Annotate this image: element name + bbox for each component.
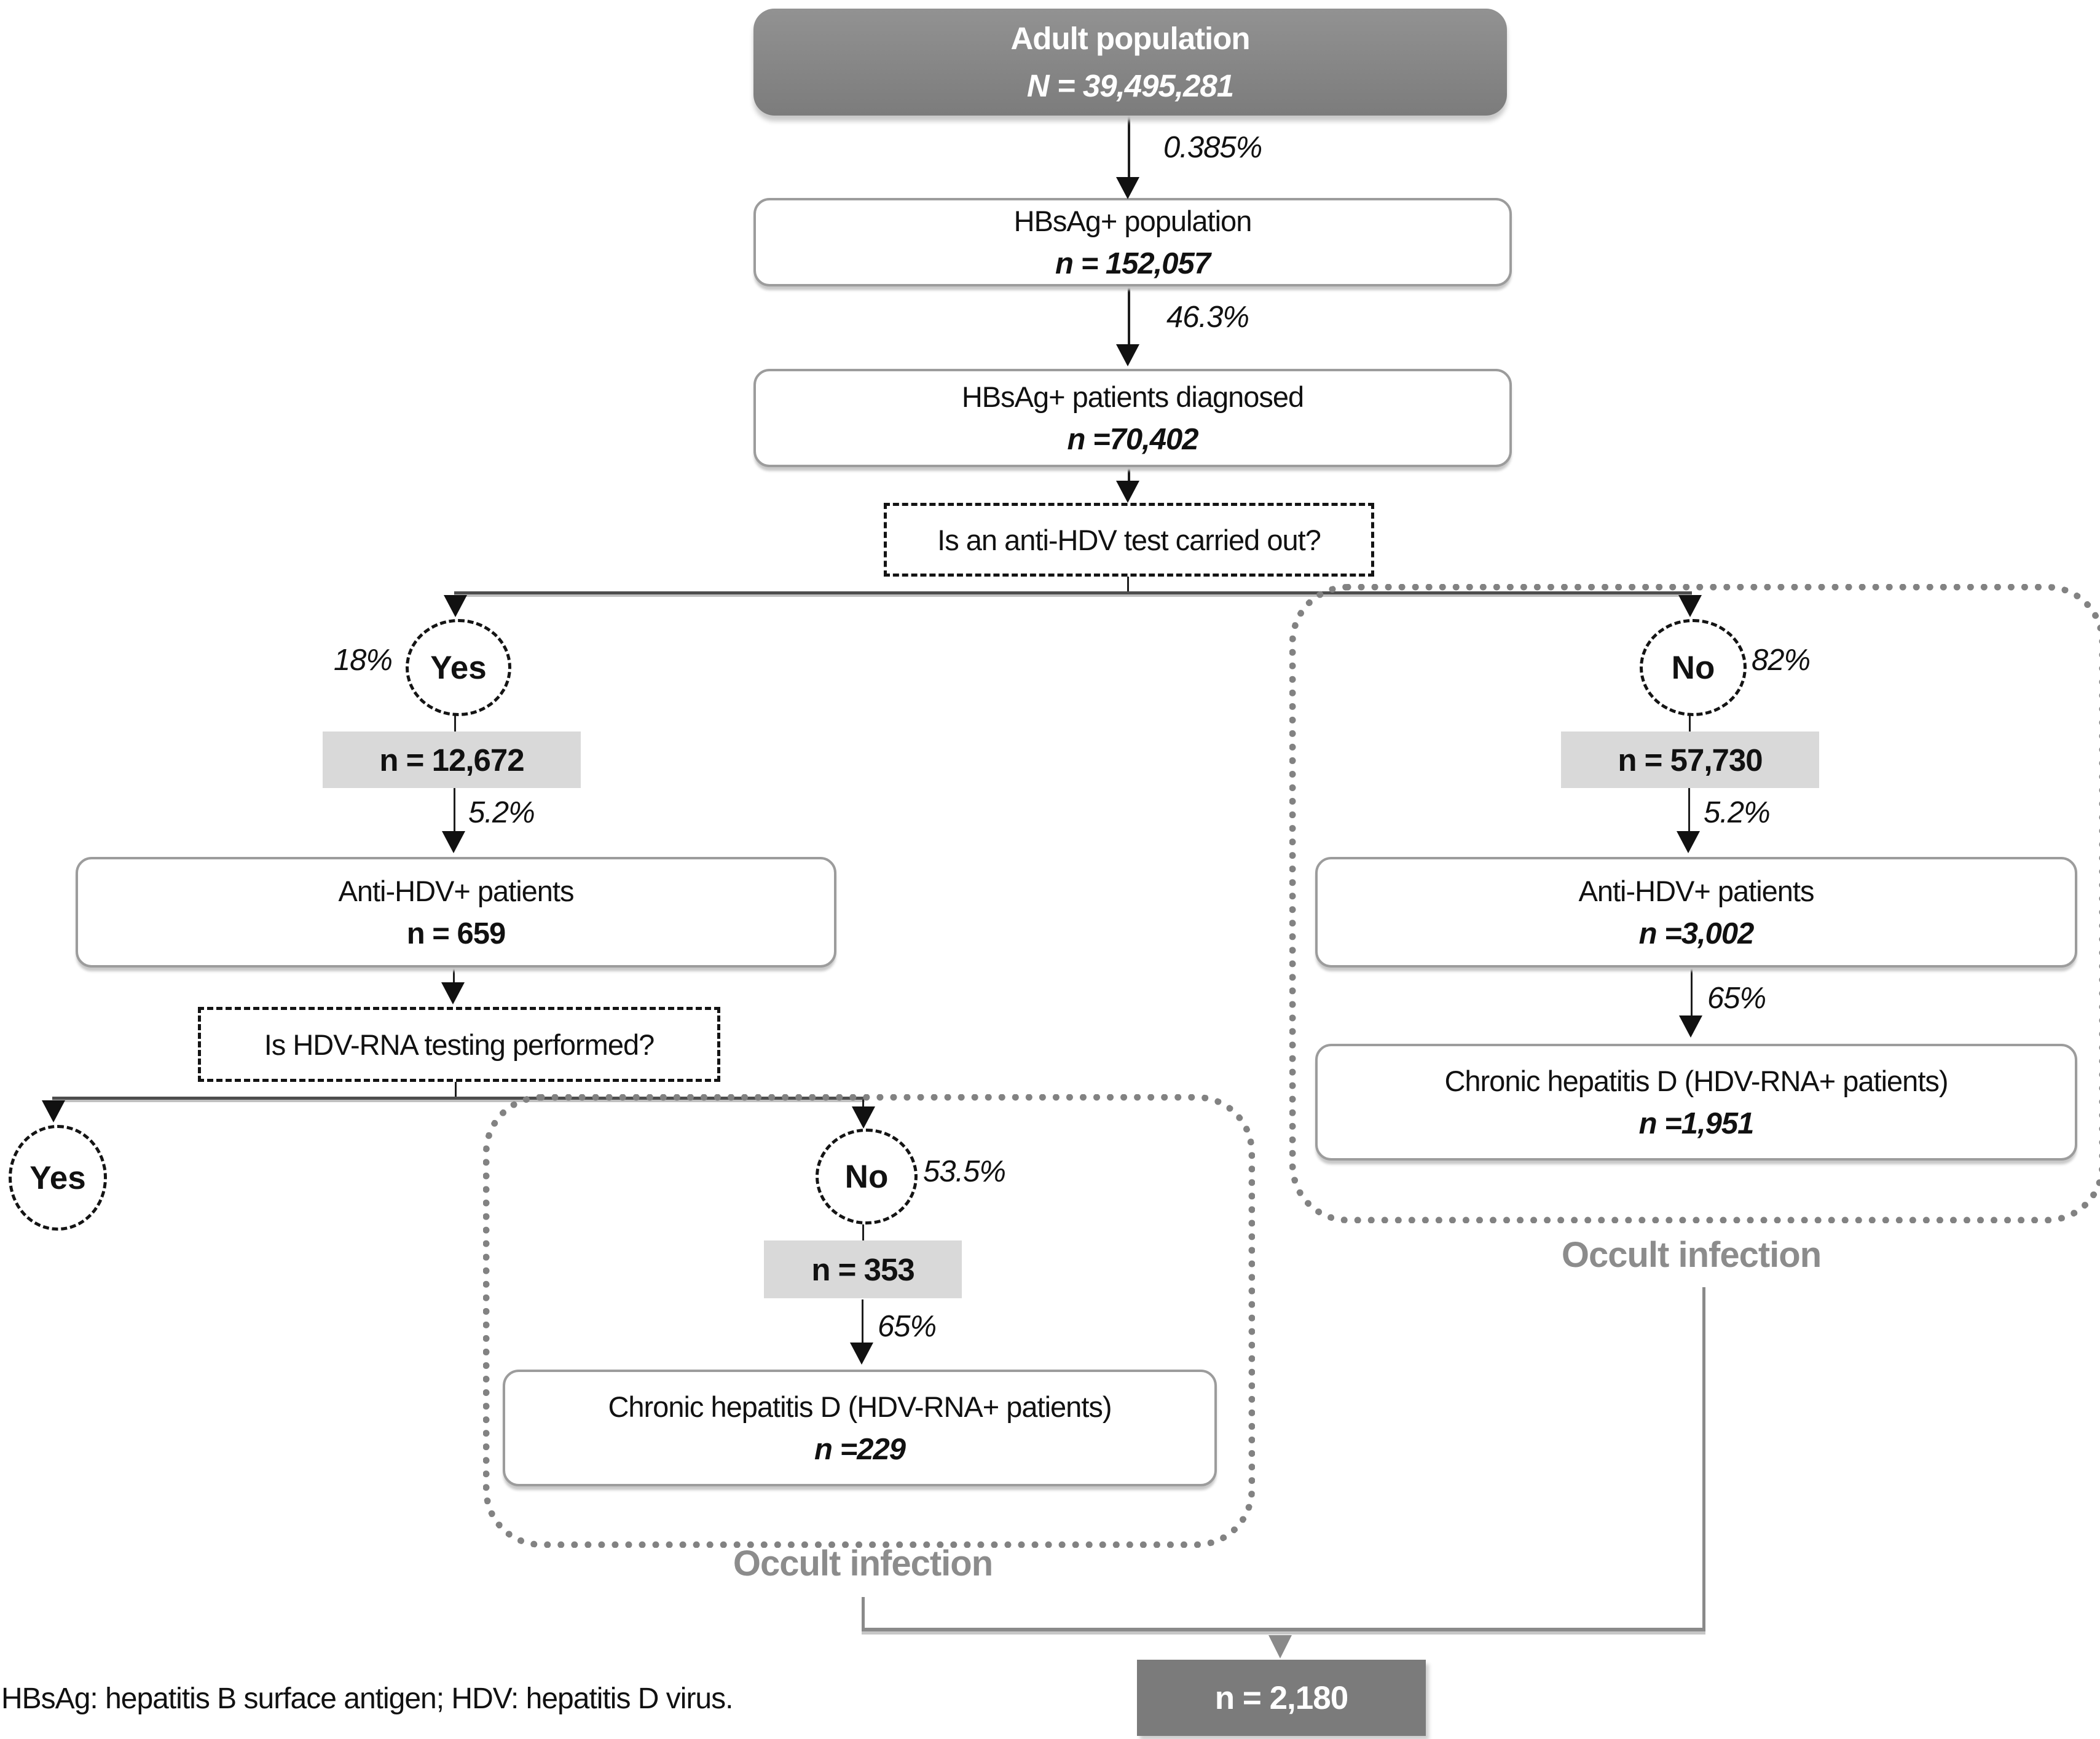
occult-infection-box-left bbox=[483, 1094, 1255, 1548]
circle-yes-tested: Yes bbox=[406, 619, 511, 716]
node-count: N = 39,495,281 bbox=[1026, 68, 1234, 103]
connector-line bbox=[1689, 711, 1691, 731]
highlight-n-rna-not-tested: n = 353 bbox=[764, 1240, 962, 1298]
arrowhead-down-icon bbox=[1116, 481, 1139, 503]
connector-line bbox=[1128, 462, 1130, 482]
connector-line bbox=[453, 963, 455, 984]
arrowhead-down-icon bbox=[852, 1106, 875, 1129]
connector-line bbox=[455, 1077, 457, 1098]
arrowhead-down-icon bbox=[441, 982, 465, 1004]
node-chronic-hepatitis-d-right: Chronic hepatitis D (HDV-RNA+ patients) … bbox=[1315, 1044, 2077, 1161]
label-rate-prevalence: 0.385% bbox=[1163, 131, 1262, 164]
arrowhead-down-icon bbox=[1116, 177, 1139, 199]
node-title: Anti-HDV+ patients bbox=[338, 874, 575, 907]
decision-question: Is HDV-RNA testing performed? bbox=[264, 1028, 655, 1061]
branch-line bbox=[52, 1097, 865, 1100]
arrowhead-down-icon bbox=[1116, 344, 1139, 366]
connector-line bbox=[862, 1100, 864, 1108]
connector-line bbox=[1688, 788, 1690, 832]
branch-label: Yes bbox=[430, 649, 487, 686]
label-rate-chronic-left: 65% bbox=[878, 1310, 937, 1343]
node-total-occult: n = 2,180 bbox=[1137, 1660, 1426, 1736]
connector-line bbox=[454, 711, 456, 731]
connector-line bbox=[862, 1597, 865, 1631]
node-title: Chronic hepatitis D (HDV-RNA+ patients) bbox=[1444, 1064, 1948, 1097]
circle-no-tested: No bbox=[1640, 619, 1747, 716]
occult-infection-box-right bbox=[1289, 584, 2100, 1223]
node-count: n =70,402 bbox=[1067, 422, 1198, 456]
label-pct-rna-no: 53.5% bbox=[923, 1155, 1006, 1188]
label-rate-antihdv-left: 5.2% bbox=[468, 796, 535, 829]
branch-label: No bbox=[844, 1158, 889, 1195]
decision-hdv-rna-test: Is HDV-RNA testing performed? bbox=[198, 1007, 720, 1082]
node-anti-hdv-patients-right: Anti-HDV+ patients n =3,002 bbox=[1315, 857, 2077, 968]
connector-line bbox=[862, 1220, 864, 1240]
arrowhead-down-icon bbox=[1678, 595, 1702, 617]
branch-label: No bbox=[1671, 649, 1715, 686]
node-hbsag-diagnosed: HBsAg+ patients diagnosed n =70,402 bbox=[753, 369, 1512, 467]
label-pct-tested-no: 82% bbox=[1752, 644, 1811, 677]
node-title: Anti-HDV+ patients bbox=[1578, 874, 1815, 907]
label-rate-diagnosed: 46.3% bbox=[1166, 301, 1249, 334]
node-title: Adult population bbox=[1010, 21, 1250, 56]
arrowhead-down-icon bbox=[1268, 1635, 1292, 1658]
node-adult-population: Adult population N = 39,495,281 bbox=[753, 9, 1507, 116]
connector-line bbox=[1702, 1287, 1705, 1631]
arrowhead-down-icon bbox=[850, 1343, 873, 1365]
arrowhead-down-icon bbox=[42, 1100, 65, 1122]
arrowhead-down-icon bbox=[444, 595, 467, 617]
node-count: n =229 bbox=[814, 1432, 906, 1466]
node-chronic-hepatitis-d-left: Chronic hepatitis D (HDV-RNA+ patients) … bbox=[503, 1370, 1217, 1486]
node-title: HBsAg+ population bbox=[1013, 204, 1253, 237]
merge-line bbox=[862, 1628, 1705, 1631]
connector-line bbox=[454, 788, 455, 832]
node-count: n = 152,057 bbox=[1055, 246, 1211, 280]
highlight-n-tested: n = 12,672 bbox=[323, 731, 581, 788]
occult-infection-label-left: Occult infection bbox=[733, 1544, 993, 1583]
node-hbsag-population: HBsAg+ population n = 152,057 bbox=[753, 198, 1512, 286]
connector-line bbox=[1691, 963, 1693, 1017]
decision-anti-hdv-test: Is an anti-HDV test carried out? bbox=[884, 503, 1374, 577]
node-title: Chronic hepatitis D (HDV-RNA+ patients) bbox=[608, 1390, 1112, 1423]
connector-line bbox=[1127, 572, 1129, 594]
footnote: HBsAg: hepatitis B surface antigen; HDV:… bbox=[1, 1682, 733, 1715]
connector-line bbox=[862, 1299, 863, 1343]
circle-yes-rna: Yes bbox=[9, 1125, 107, 1231]
node-anti-hdv-patients-left: Anti-HDV+ patients n = 659 bbox=[76, 857, 836, 968]
node-count: n = 659 bbox=[406, 917, 506, 950]
occult-infection-label-right: Occult infection bbox=[1561, 1235, 1822, 1275]
label-pct-tested-yes: 18% bbox=[333, 644, 393, 677]
branch-label: Yes bbox=[29, 1159, 86, 1196]
label-rate-antihdv-right: 5.2% bbox=[1704, 796, 1771, 829]
arrowhead-down-icon bbox=[442, 831, 465, 853]
arrowhead-down-icon bbox=[1677, 831, 1700, 853]
highlight-n-not-tested: n = 57,730 bbox=[1561, 731, 1819, 788]
label-rate-chronic-right: 65% bbox=[1707, 982, 1766, 1015]
decision-question: Is an anti-HDV test carried out? bbox=[937, 523, 1321, 556]
connector-line bbox=[1128, 116, 1130, 178]
circle-no-rna: No bbox=[816, 1129, 918, 1224]
node-count: n =1,951 bbox=[1638, 1106, 1755, 1140]
node-count: n =3,002 bbox=[1638, 917, 1755, 950]
connector-line bbox=[1128, 282, 1130, 344]
node-title: HBsAg+ patients diagnosed bbox=[961, 380, 1304, 413]
arrowhead-down-icon bbox=[1679, 1015, 1702, 1038]
branch-line bbox=[454, 591, 1692, 594]
